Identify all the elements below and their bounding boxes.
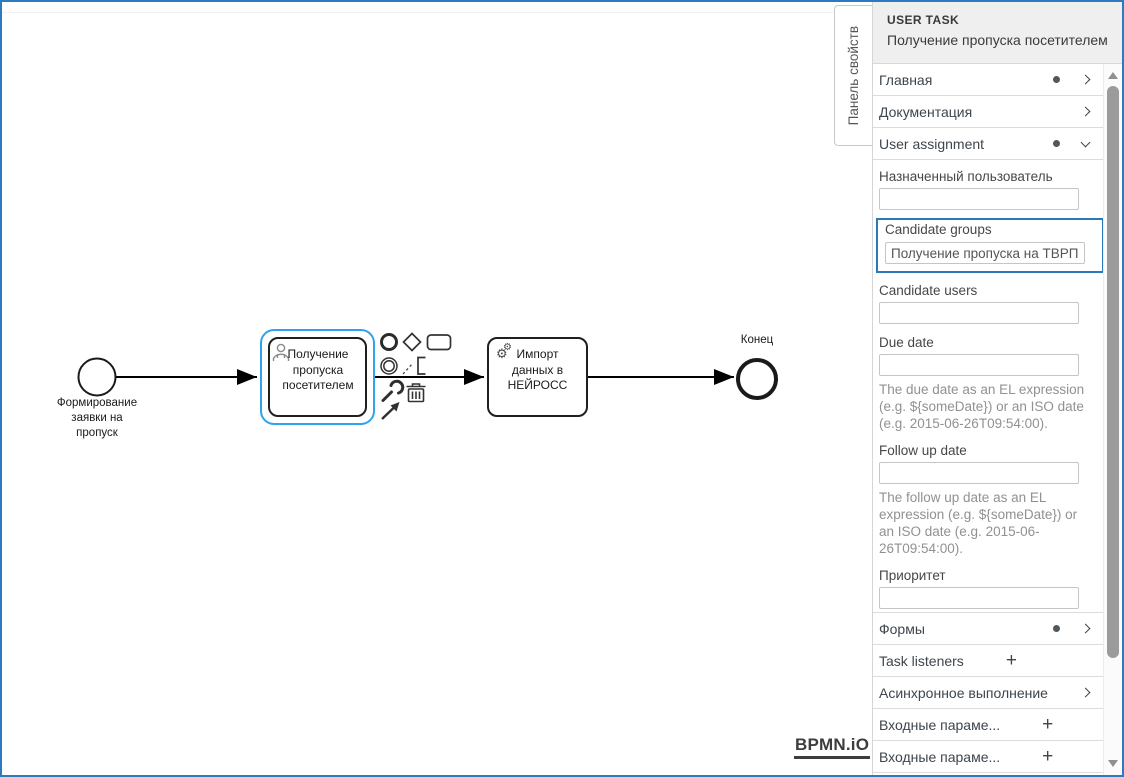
group-row-input-params-2[interactable]: Входные параме... + [873,741,1103,773]
group-label: User assignment [879,135,985,152]
properties-panel-header: USER TASK Получение пропуска посетителем [873,2,1122,64]
chevron-down-icon [1080,137,1091,147]
group-label: Асинхронное выполнение [879,684,1048,701]
edited-dot-indicator [1053,625,1060,632]
scrollbar-thumb[interactable] [1107,86,1119,658]
trash-delete-icon[interactable] [406,383,426,403]
group-label: Формы [879,620,925,637]
priority-input[interactable] [879,587,1079,609]
chevron-right-icon [1080,687,1091,698]
edited-dot-indicator [1053,76,1060,83]
user-task-label: Получение пропуска посетителем [282,347,354,392]
group-label: Входные параме... [879,716,1001,733]
service-task-label: Импорт данных в НЕЙРОСС [507,347,568,392]
group-label: Task listeners [879,652,964,669]
canvas-top-divider [2,12,834,13]
append-intermediate-event-icon[interactable] [380,357,398,375]
edited-dot-indicator [1053,140,1060,147]
end-event[interactable] [736,358,778,400]
assignee-input[interactable] [879,188,1079,210]
chevron-right-icon [1080,106,1091,117]
due-date-input[interactable] [879,354,1079,376]
add-item-plus-icon[interactable]: + [1042,714,1054,735]
append-text-annotation-icon[interactable] [402,356,426,375]
service-task-gear-icon-small: ⚙ [503,342,512,353]
panel-scrollbar[interactable] [1103,64,1122,775]
priority-label: Приоритет [879,568,946,583]
add-item-plus-icon[interactable]: + [1042,746,1054,767]
due-date-label: Due date [879,335,934,350]
user-task-person-icon [272,343,290,361]
properties-panel-tab-label: Панель свойств [846,25,861,126]
group-row-async[interactable]: Асинхронное выполнение [873,677,1103,709]
service-task-gear-icon: ⚙ [496,347,508,362]
group-row-user-assignment[interactable]: User assignment [873,128,1103,160]
element-name-label: Получение пропуска посетителем [887,32,1108,48]
append-task-icon[interactable] [426,334,452,351]
group-label: Документация [879,103,973,120]
context-pad [380,332,452,420]
scroll-up-arrow-icon[interactable] [1108,72,1118,79]
service-task[interactable] [487,337,588,417]
group-row-general[interactable]: Главная [873,64,1103,96]
chevron-right-icon [1080,623,1091,634]
properties-panel-tab[interactable]: Панель свойств [834,5,872,146]
group-label: Главная [879,71,933,88]
user-task[interactable] [268,337,367,417]
group-label: Входные параме... [879,748,1001,765]
wrench-change-type-icon[interactable] [381,379,405,402]
chevron-right-icon [1080,74,1091,85]
user-assignment-fields: Назначенный пользователь Candidate group… [873,160,1103,613]
connect-tool-icon[interactable] [381,402,400,420]
add-item-plus-icon[interactable]: + [1005,650,1017,671]
group-row-task-listeners[interactable]: Task listeners + [873,645,1103,677]
candidate-groups-highlight-box: Candidate groups [876,218,1103,273]
due-date-help-text: The due date as an EL expression (e.g. $… [879,382,1085,431]
bpmn-io-logo[interactable]: BPMN.iO [794,735,871,759]
append-end-event-icon[interactable] [380,333,398,351]
candidate-users-label: Candidate users [879,283,978,298]
scroll-down-arrow-icon[interactable] [1108,760,1118,767]
bpmn-canvas[interactable]: ⚙ ⚙ [0,0,860,777]
candidate-groups-input[interactable] [885,242,1085,264]
follow-up-date-help-text: The follow up date as an EL expression (… [879,490,1078,556]
element-type-label: USER TASK [887,13,960,27]
group-row-documentation[interactable]: Документация [873,96,1103,128]
properties-panel: USER TASK Получение пропуска посетителем… [872,2,1122,775]
end-event-label: Конец [740,334,774,346]
group-row-input-params-1[interactable]: Входные параме... + [873,709,1103,741]
append-gateway-icon[interactable] [402,332,422,352]
follow-up-date-label: Follow up date [879,443,967,458]
candidate-users-input[interactable] [879,302,1079,324]
group-row-forms[interactable]: Формы [873,613,1103,645]
candidate-groups-label: Candidate groups [885,222,992,237]
assignee-label: Назначенный пользователь [879,169,1053,184]
selection-outline [260,329,375,425]
follow-up-date-input[interactable] [879,462,1079,484]
start-event[interactable] [77,357,117,397]
start-event-label: Формирование заявки на пропуск [56,397,138,439]
